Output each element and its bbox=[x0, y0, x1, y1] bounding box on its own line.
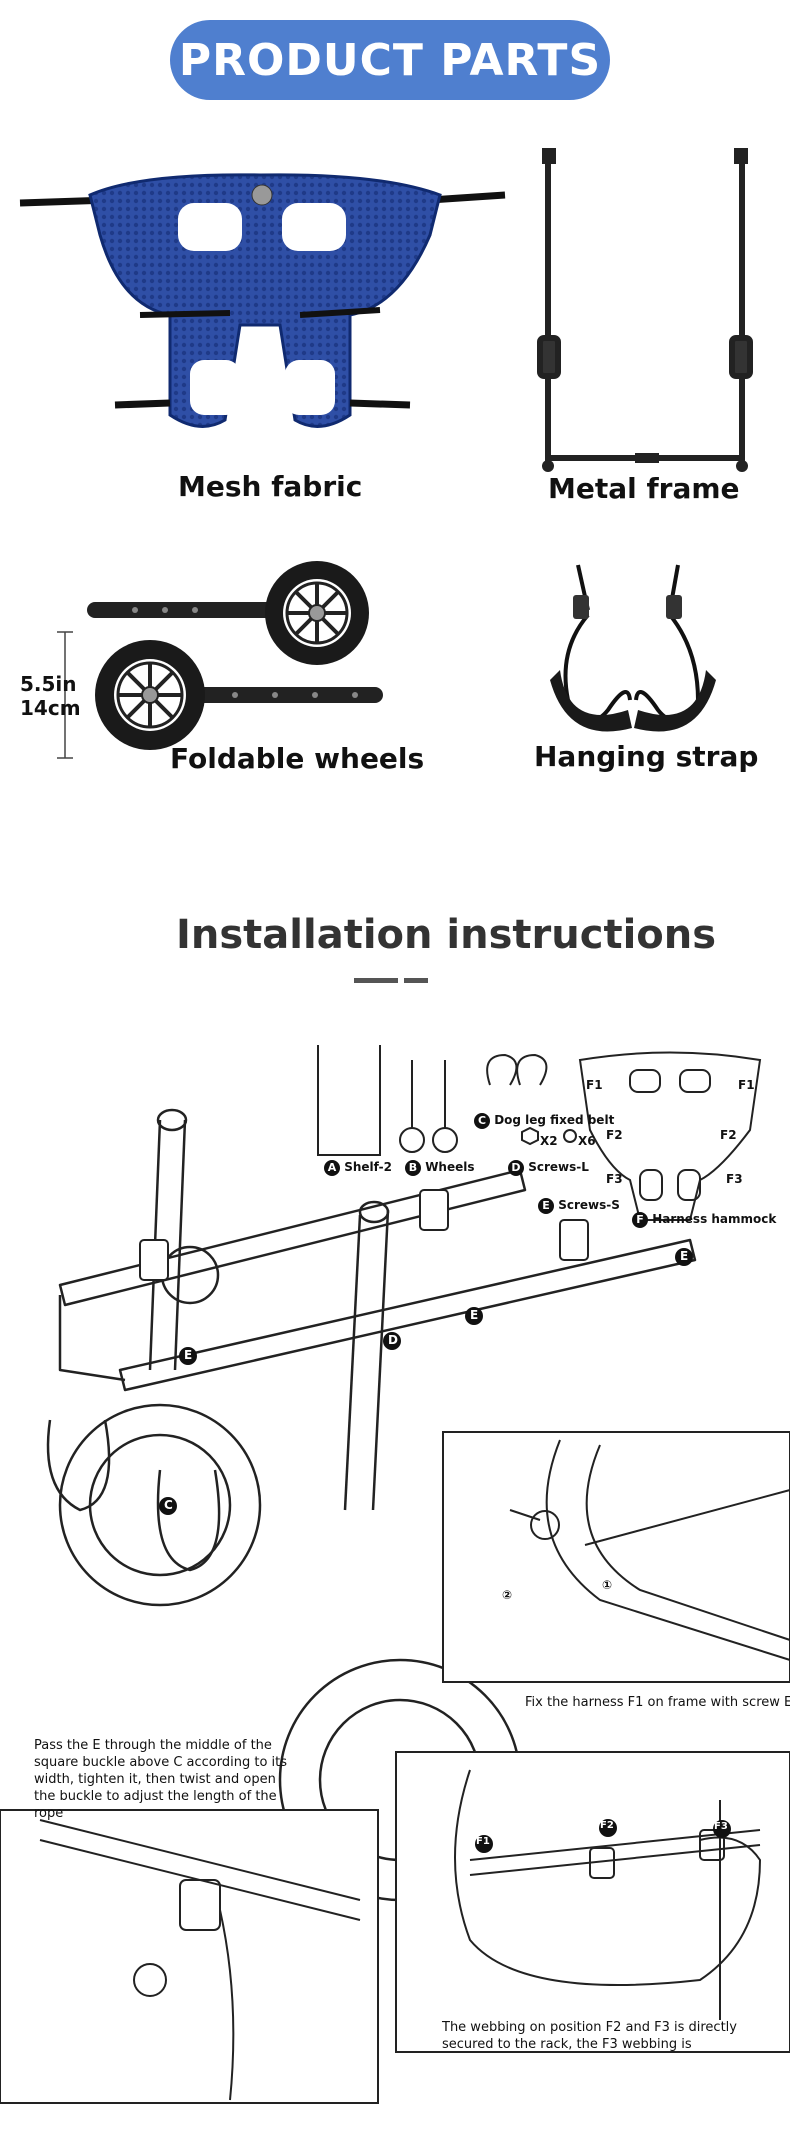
hanging-strap-image bbox=[550, 564, 716, 732]
hammock-f1-right: F1 bbox=[738, 1078, 755, 1092]
legend-hammock: F Harness hammock bbox=[632, 1212, 776, 1228]
hammock-f3-left: F3 bbox=[606, 1172, 623, 1186]
wheel-height-cm: 14cm bbox=[20, 696, 81, 720]
marker-c-1: C bbox=[164, 1498, 173, 1512]
product-parts-title: PRODUCT PARTS bbox=[170, 20, 610, 100]
legend-wheels: B Wheels bbox=[405, 1160, 475, 1176]
legend-x2: X2 bbox=[540, 1134, 558, 1148]
legend-wheels-label: Wheels bbox=[425, 1160, 475, 1174]
metal-frame-label: Metal frame bbox=[548, 472, 740, 505]
marker-f1: F1 bbox=[476, 1836, 490, 1847]
legend-screws-l: D Screws-L bbox=[508, 1160, 589, 1176]
title-divider-left bbox=[354, 978, 398, 983]
legend-screws-l-label: Screws-L bbox=[528, 1160, 589, 1174]
legend-screws-s: E Screws-S bbox=[538, 1198, 620, 1214]
note-pass-e: Pass the E through the middle of the squ… bbox=[34, 1738, 288, 1821]
title-divider-right bbox=[404, 978, 428, 983]
hammock-f2-left: F2 bbox=[606, 1128, 623, 1142]
legend-x6: X6 bbox=[578, 1134, 596, 1148]
marker-e-2: E bbox=[470, 1308, 479, 1322]
hammock-f2-right: F2 bbox=[720, 1128, 737, 1142]
step-one: ① bbox=[602, 1578, 613, 1592]
wheel-height-dimension bbox=[57, 631, 73, 759]
marker-f2: F2 bbox=[600, 1820, 614, 1831]
note-webbing: The webbing on position F2 and F3 is dir… bbox=[442, 2020, 737, 2052]
marker-d: D bbox=[508, 1160, 524, 1176]
legend-belt: C Dog leg fixed belt bbox=[474, 1113, 614, 1129]
mesh-fabric-label: Mesh fabric bbox=[178, 470, 363, 503]
assembly-diagram bbox=[0, 1045, 790, 2104]
wheel-height-label: 5.5in 14cm bbox=[20, 672, 81, 720]
hammock-f1-left: F1 bbox=[586, 1078, 603, 1092]
installation-title: Installation instructions bbox=[176, 912, 717, 958]
marker-e-1: E bbox=[184, 1348, 193, 1362]
wheel-height-in: 5.5in bbox=[20, 672, 77, 696]
marker-d-1: D bbox=[388, 1333, 398, 1347]
legend-belt-label: Dog leg fixed belt bbox=[494, 1113, 615, 1127]
legend-screws-s-label: Screws-S bbox=[558, 1198, 620, 1212]
legend-hammock-label: Harness hammock bbox=[652, 1212, 777, 1226]
step-two: ② bbox=[502, 1588, 513, 1602]
metal-frame-image bbox=[537, 148, 753, 472]
marker-a: A bbox=[324, 1160, 340, 1176]
legend-shelf: A Shelf-2 bbox=[324, 1160, 392, 1176]
marker-f3: F3 bbox=[714, 1821, 728, 1832]
legend-shelf-label: Shelf-2 bbox=[344, 1160, 392, 1174]
hanging-strap-label: Hanging strap bbox=[534, 740, 759, 773]
mesh-fabric-image bbox=[19, 173, 506, 428]
marker-e: E bbox=[538, 1198, 554, 1214]
marker-f: F bbox=[632, 1212, 648, 1228]
hammock-f3-right: F3 bbox=[726, 1172, 743, 1186]
marker-b: B bbox=[405, 1160, 421, 1176]
foldable-wheels-label: Foldable wheels bbox=[170, 742, 425, 775]
note-fix-harness: Fix the harness F1 on frame with screw E bbox=[525, 1695, 790, 1710]
marker-c: C bbox=[474, 1113, 490, 1129]
foldable-wheels-image bbox=[87, 561, 383, 750]
marker-e-3: E bbox=[680, 1249, 689, 1263]
